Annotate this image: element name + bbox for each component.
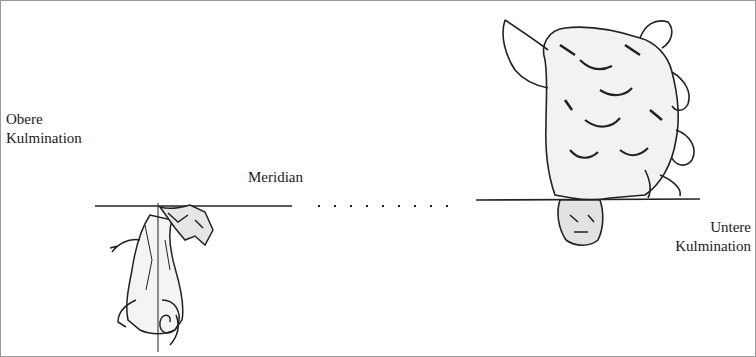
cat-sketch-lower bbox=[503, 20, 694, 245]
meridian-label: Meridian bbox=[248, 168, 358, 187]
animal-sketch-upper bbox=[110, 203, 213, 352]
culmination-label: Obere Kulmination bbox=[6, 110, 106, 148]
culmination-label: Untere Kulmination bbox=[655, 218, 751, 256]
meridian-dotted bbox=[318, 205, 462, 207]
